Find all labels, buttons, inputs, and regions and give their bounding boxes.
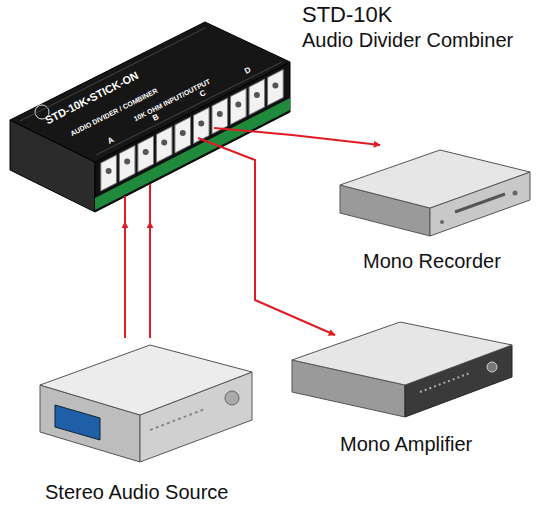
terminal	[175, 117, 191, 153]
recorder-device	[340, 150, 530, 236]
terminal	[249, 79, 265, 115]
disc-slot	[455, 194, 505, 212]
terminal	[193, 108, 209, 144]
wire	[125, 184, 150, 222]
device-subtitle: Audio Divider Combiner	[302, 29, 513, 51]
signal-arrow	[124, 222, 126, 338]
button	[513, 191, 518, 196]
terminal	[231, 89, 247, 125]
screw	[272, 83, 278, 89]
display	[55, 405, 100, 440]
wire	[198, 138, 255, 222]
screw	[106, 168, 112, 174]
divider-device	[10, 22, 292, 222]
device-top	[40, 345, 252, 415]
device-edge	[20, 28, 282, 155]
device-top	[292, 322, 512, 385]
screw	[143, 149, 149, 155]
device-top	[10, 22, 290, 162]
indicator-row	[420, 373, 470, 392]
signal-arrow	[149, 222, 151, 338]
amplifier-device	[292, 322, 512, 417]
button-row	[150, 409, 205, 430]
recorder-device: Mono Recorder	[335, 145, 535, 275]
device-top	[340, 150, 530, 208]
screw	[254, 92, 260, 98]
terminal	[101, 155, 117, 191]
knob	[487, 362, 497, 372]
source-device: Stereo Audio Source	[35, 338, 275, 505]
screw	[161, 140, 167, 146]
screw	[235, 102, 241, 108]
screw	[217, 111, 223, 117]
terminal	[156, 127, 172, 163]
knob	[225, 391, 239, 405]
terminal	[268, 70, 284, 106]
amplifier-device: Mono Amplifier	[285, 335, 515, 458]
screw	[180, 130, 186, 136]
device-label: Mono Amplifier	[340, 433, 472, 455]
device-label: Stereo Audio Source	[45, 481, 228, 503]
wire	[214, 128, 292, 135]
screw	[124, 159, 130, 165]
button	[440, 220, 444, 224]
device-label: Mono Recorder	[363, 250, 501, 272]
signal-arrow	[255, 222, 335, 335]
signal-arrow	[292, 135, 380, 145]
screw	[198, 121, 204, 127]
terminal	[138, 136, 154, 172]
terminal	[119, 146, 135, 182]
source-device	[40, 345, 252, 462]
device-title: STD-10K	[302, 3, 392, 27]
